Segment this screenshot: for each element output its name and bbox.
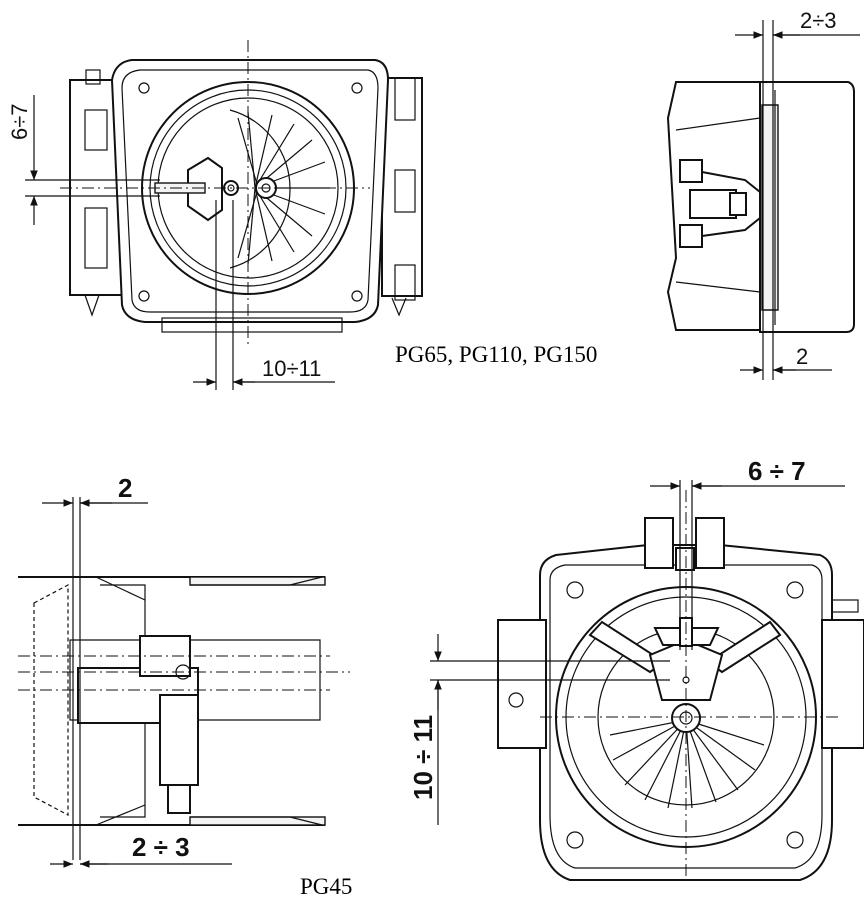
- screw-icon: [566, 581, 584, 599]
- caption-bottom: PG45: [300, 874, 352, 899]
- pg45-swirler-blades: [609, 719, 765, 809]
- screw-icon: [138, 82, 150, 94]
- top-front-view: 6÷7 10÷11: [7, 40, 423, 390]
- dim-bottom-front-horizontal: 6 ÷ 7: [748, 456, 806, 486]
- screw-icon: [786, 581, 804, 599]
- dim-bottom-side-upper: 2: [118, 473, 132, 503]
- dim-top-front-horizontal: 10÷11: [262, 356, 321, 381]
- caption-top: PG65, PG110, PG150: [395, 342, 597, 367]
- housing-outline: [110, 59, 390, 323]
- dim-bottom-side-lower: 2 ÷ 3: [132, 832, 190, 862]
- screw-icon: [786, 831, 804, 849]
- dim-top-side-lower: 2: [796, 344, 808, 369]
- screw-icon: [351, 82, 363, 94]
- dim-top-side-upper: 2÷3: [800, 8, 837, 33]
- screw-icon: [138, 290, 150, 302]
- top-side-view: 2÷3 2: [666, 8, 860, 380]
- screw-icon: [508, 692, 524, 708]
- right-connector-block: [381, 77, 423, 297]
- screw-icon: [566, 831, 584, 849]
- side-housing: [759, 81, 855, 333]
- dim-bottom-front-vertical: 10 ÷ 11: [408, 715, 438, 800]
- bottom-side-view: 2 2 ÷ 3: [18, 473, 350, 868]
- dim-top-front-vertical: 6÷7: [7, 103, 32, 140]
- bottom-front-view: 6 ÷ 7 10 ÷ 11: [408, 456, 864, 881]
- screw-icon: [351, 290, 363, 302]
